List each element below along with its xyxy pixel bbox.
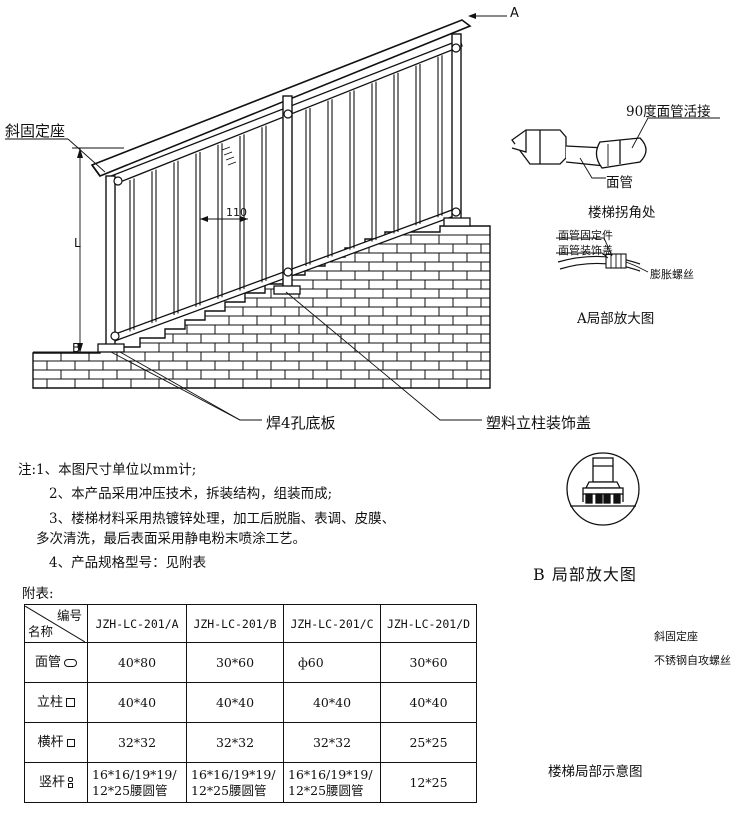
spec-table: 编号 名称 JZH-LC-201/A JZH-LC-201/B JZH-LC-2… [24, 604, 477, 803]
handrail-tube [90, 19, 472, 177]
decor-cover-label: 面管装饰盖 [558, 244, 613, 257]
base-plate-right [443, 217, 471, 227]
header-code: 编号 [56, 607, 82, 623]
leaders [5, 138, 482, 421]
header-name: 名称 [28, 623, 54, 639]
lower-rail [109, 209, 455, 343]
table-title: 附表: [22, 586, 54, 602]
model-header: JZH-LC-201/D [380, 604, 477, 643]
handrail-pipe-label: 面管 [606, 175, 633, 191]
slanted-mount-label: 斜固定座 [5, 122, 66, 140]
note-line-3b: 多次清洗，最后表面采用静电粉末喷涂工艺。 [36, 531, 306, 547]
table-cell: 40*40 [87, 682, 187, 723]
model-header: JZH-LC-201/B [186, 604, 284, 643]
post-right [451, 33, 462, 221]
table-cell: 32*32 [283, 722, 381, 763]
header-diagonal-cell: 编号 名称 [24, 604, 88, 643]
model-header: JZH-LC-201/C [283, 604, 381, 643]
dimensions [72, 146, 248, 354]
table-row: 立柱 40*40 40*40 40*40 40*40 [24, 682, 477, 723]
detail-a-drawing [511, 117, 720, 273]
table-cell: 40*40 [283, 682, 381, 723]
table-cell: 16*16/19*19/ 12*25腰圆管 [186, 762, 284, 803]
corner-caption: 楼梯拐角处 [588, 205, 656, 221]
marker-a: A [510, 6, 519, 21]
base-plate-middle [273, 285, 301, 295]
row-name: 立柱 [36, 694, 63, 710]
note-line-3a: 3、楼梯材料采用热镀锌处理，加工后脱脂、表调、皮膜、 [49, 511, 396, 527]
dimension-l: L [74, 236, 81, 250]
model-header: JZH-LC-201/A [87, 604, 187, 643]
post-left [105, 175, 116, 349]
base-plate-label: 焊4孔底板 [266, 414, 336, 432]
fixing-part-label: 面管固定件 [558, 229, 613, 242]
post-middle [282, 95, 293, 293]
small-tube-icon [68, 777, 73, 788]
table-cell: 25*25 [380, 722, 477, 763]
table-row: 横杆 32*32 32*32 32*32 25*25 [24, 722, 477, 763]
square-tube-icon [66, 698, 75, 707]
square-tube-icon [66, 738, 75, 747]
detail-c-screw-label: 不锈钢自攻螺丝 [654, 654, 731, 667]
note-line-2: 2、本产品采用冲压技术，拆装结构，组装而成; [49, 486, 333, 502]
note-line-1: 注:1、本图尺寸单位以mm计; [18, 462, 197, 478]
table-cell: ф60 [283, 642, 381, 683]
table-cell: 16*16/19*19/ 12*25腰圆管 [283, 762, 381, 803]
row-name: 横杆 [37, 734, 64, 750]
row-name: 面管 [34, 654, 61, 670]
detail-b-drawing [566, 452, 640, 526]
baluster-group [129, 55, 443, 332]
note-line-4: 4、产品规格型号：见附表 [49, 555, 207, 571]
table-cell: 30*60 [380, 642, 477, 683]
detail-c-mount-label: 斜固定座 [654, 630, 698, 643]
brick-courses [33, 234, 490, 388]
detail-a-caption: A局部放大图 [577, 311, 655, 327]
table-row: 面管 40*80 30*60 ф60 30*60 [24, 642, 477, 683]
base-plate-left [97, 343, 125, 353]
dimension-110: 110 [226, 206, 247, 219]
table-cell: 40*80 [87, 642, 187, 683]
railing [90, 13, 507, 353]
marker-b: B [72, 341, 81, 355]
table-cell: 12*25 [380, 762, 477, 803]
row-name: 竖杆 [38, 774, 65, 790]
expansion-bolt-label: 膨胀螺丝 [650, 268, 694, 281]
elbow-joint-label: 90度面管活接 [626, 104, 711, 120]
table-cell: 16*16/19*19/ 12*25腰圆管 [87, 762, 187, 803]
table-cell: 40*40 [380, 682, 477, 723]
detail-b-caption: B 局部放大图 [533, 565, 637, 584]
table-cell: 32*32 [87, 722, 187, 763]
table-cell: 40*40 [186, 682, 284, 723]
oval-tube-icon [64, 658, 77, 667]
table-cell: 32*32 [186, 722, 284, 763]
detail-c-caption: 楼梯局部示意图 [548, 764, 643, 780]
plastic-cover-label: 塑料立柱装饰盖 [486, 414, 592, 432]
brick-stair [32, 225, 491, 389]
table-cell: 30*60 [186, 642, 284, 683]
table-row: 竖杆 16*16/19*19/ 12*25腰圆管 16*16/19*19/ 12… [24, 762, 477, 803]
stair-railing-drawing [5, 13, 720, 526]
